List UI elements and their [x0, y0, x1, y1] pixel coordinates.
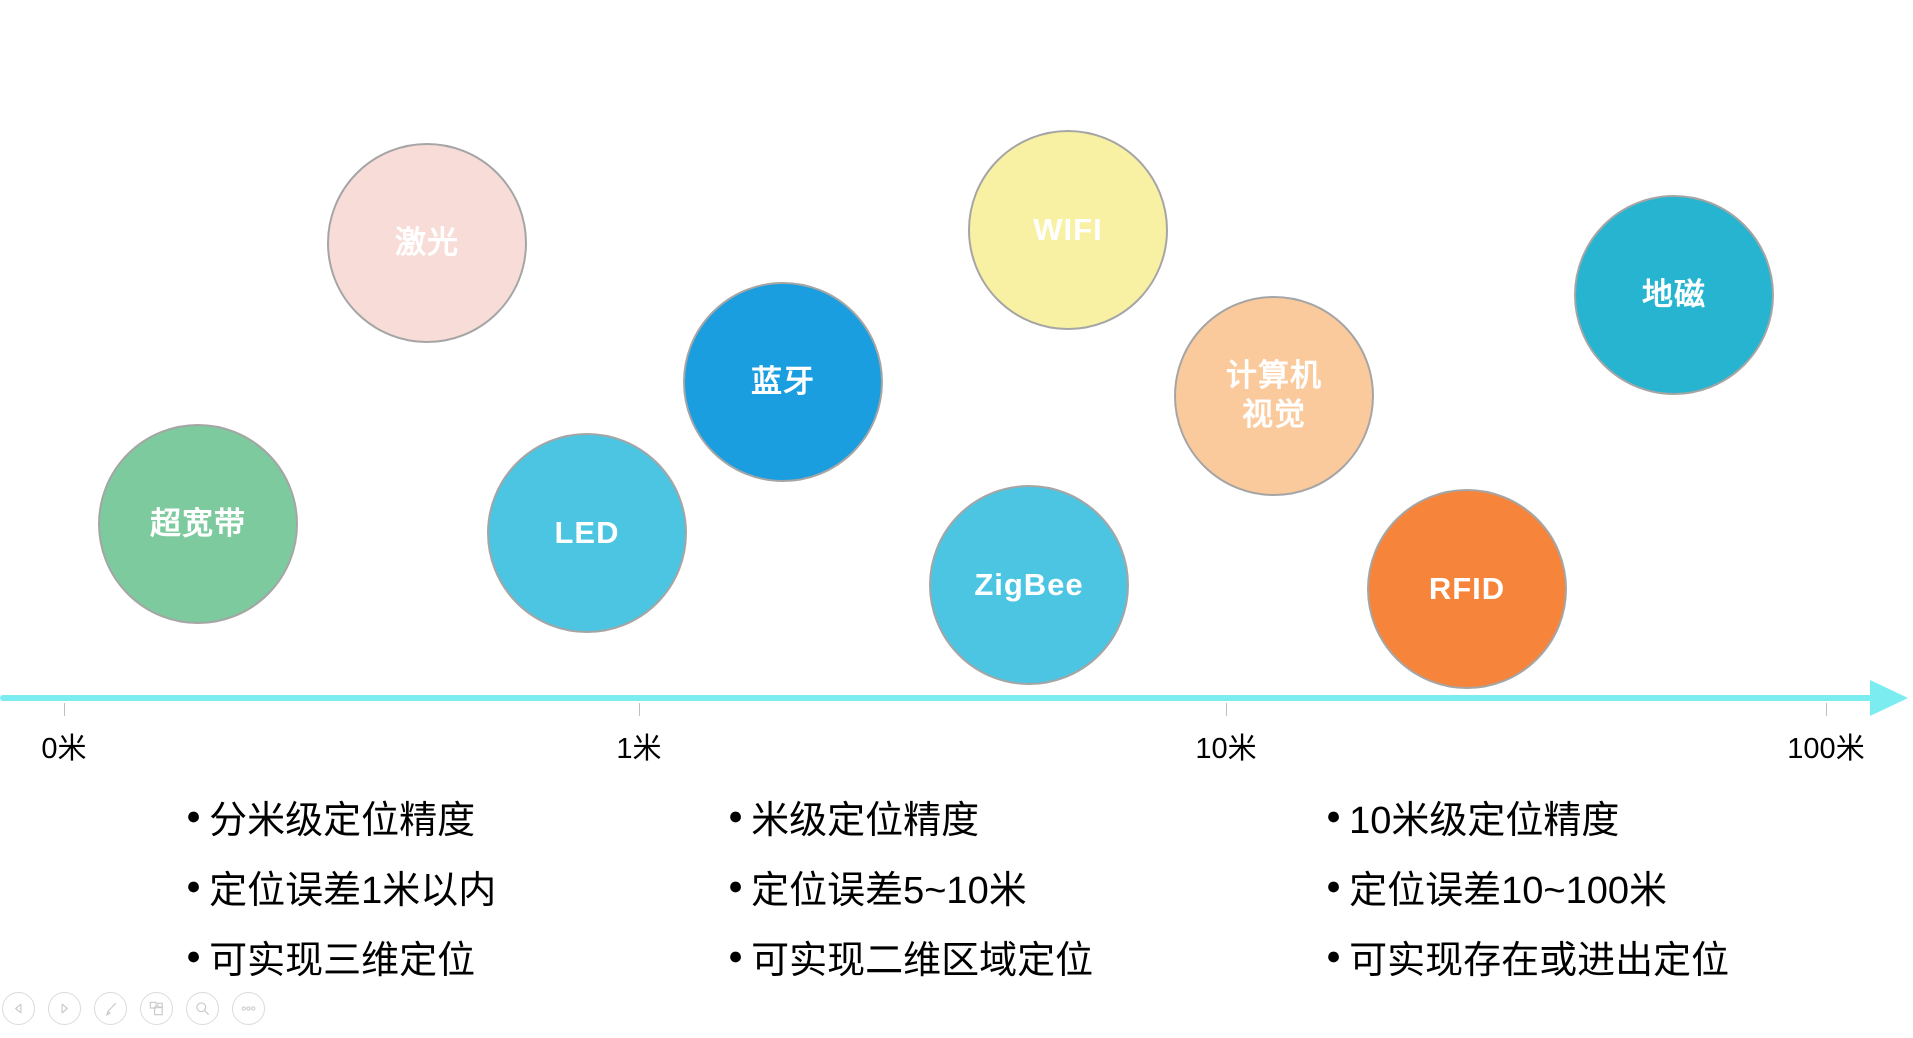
bubble-label: 超宽带 — [150, 505, 246, 541]
note-column-2: ● 米级定位精度 ● 定位误差5~10米 ● 可实现二维区域定位 — [728, 793, 1093, 1003]
bubble-label: 计算机 视觉 — [1226, 358, 1322, 432]
more-icon[interactable] — [232, 992, 265, 1025]
note-text: 可实现二维区域定位 — [751, 940, 1094, 982]
note-text: 分米级定位精度 — [209, 800, 476, 842]
axis-tick-label: 1米 — [616, 733, 662, 765]
bubble-rfid[interactable]: RFID — [1367, 489, 1567, 689]
bullet-icon: ● — [1326, 942, 1342, 970]
bubble-led[interactable]: LED — [487, 433, 687, 633]
axis-tick-mark — [64, 703, 65, 716]
bullet-icon: ● — [186, 942, 202, 970]
bubble-label: 蓝牙 — [751, 363, 815, 399]
axis-tick-label: 0米 — [41, 733, 87, 765]
axis-tick-label: 10米 — [1195, 733, 1257, 765]
note-text: 米级定位精度 — [751, 800, 980, 842]
bullet-icon: ● — [728, 872, 744, 900]
axis-tick-mark — [1826, 703, 1827, 716]
note-text: 定位误差10~100米 — [1349, 870, 1667, 912]
bullet-icon: ● — [1326, 872, 1342, 900]
note-item: ● 10米级定位精度 — [1326, 793, 1729, 842]
note-text: 定位误差1米以内 — [209, 870, 497, 912]
bubble-bluetooth[interactable]: 蓝牙 — [683, 282, 883, 482]
next-slide-icon[interactable] — [48, 992, 81, 1025]
note-item: ● 定位误差1米以内 — [186, 863, 496, 912]
bubble-laser[interactable]: 激光 — [327, 143, 527, 343]
bullet-icon: ● — [186, 872, 202, 900]
pen-icon[interactable] — [94, 992, 127, 1025]
note-item: ● 分米级定位精度 — [186, 793, 496, 842]
axis-tick-mark — [1226, 703, 1227, 716]
note-text: 可实现三维定位 — [209, 940, 476, 982]
bubble-label: RFID — [1428, 570, 1506, 606]
bullet-icon: ● — [728, 802, 744, 830]
axis-tick-label: 100米 — [1787, 733, 1865, 765]
bubble-label: 地磁 — [1642, 276, 1706, 312]
bullet-icon: ● — [186, 802, 202, 830]
magnifier-icon[interactable] — [186, 992, 219, 1025]
note-item: ● 定位误差5~10米 — [728, 863, 1093, 912]
presentation-toolbar — [2, 992, 265, 1025]
bubble-uwb[interactable]: 超宽带 — [98, 424, 298, 624]
axis-tick-mark — [639, 703, 640, 716]
axis-arrowhead-icon — [1870, 680, 1908, 716]
note-text: 10米级定位精度 — [1349, 800, 1620, 842]
note-item: ● 可实现存在或进出定位 — [1326, 933, 1729, 982]
bubble-label: WIFI — [1033, 211, 1103, 247]
previous-slide-icon[interactable] — [2, 992, 35, 1025]
slide-panels-icon[interactable] — [140, 992, 173, 1025]
bubble-label: ZigBee — [974, 566, 1084, 602]
bubble-label: 激光 — [395, 224, 459, 260]
bullet-icon: ● — [728, 942, 744, 970]
bubble-label: LED — [554, 514, 620, 550]
note-item: ● 定位误差10~100米 — [1326, 863, 1729, 912]
note-text: 定位误差5~10米 — [751, 870, 1027, 912]
note-column-3: ● 10米级定位精度 ● 定位误差10~100米 ● 可实现存在或进出定位 — [1326, 793, 1729, 1003]
note-column-1: ● 分米级定位精度 ● 定位误差1米以内 ● 可实现三维定位 — [186, 793, 496, 1003]
distance-axis-line — [0, 695, 1872, 701]
note-text: 可实现存在或进出定位 — [1349, 940, 1730, 982]
note-item: ● 可实现二维区域定位 — [728, 933, 1093, 982]
note-item: ● 米级定位精度 — [728, 793, 1093, 842]
note-item: ● 可实现三维定位 — [186, 933, 496, 982]
bubble-computer-vision[interactable]: 计算机 视觉 — [1174, 296, 1374, 496]
bubble-wifi[interactable]: WIFI — [968, 130, 1168, 330]
bullet-icon: ● — [1326, 802, 1342, 830]
bubble-zigbee[interactable]: ZigBee — [929, 485, 1129, 685]
bubble-geomagnetic[interactable]: 地磁 — [1574, 195, 1774, 395]
